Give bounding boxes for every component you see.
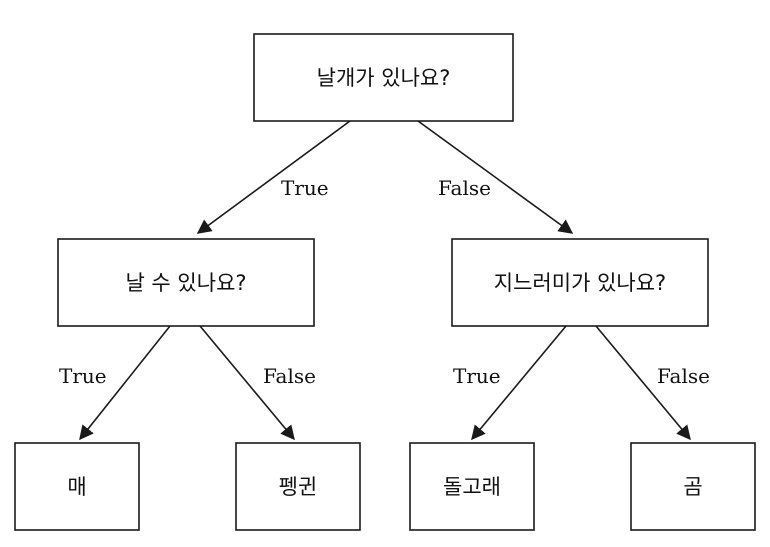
leaf-dolphin-box [409, 442, 535, 531]
left-node-box [57, 238, 315, 327]
root-node-box [253, 33, 514, 122]
edge-right-to-dolphin [471, 325, 567, 441]
left-node-label: 날 수 있나요? [125, 271, 246, 295]
edge-left-to-penguin [199, 325, 295, 441]
edge-label-left-false: False [263, 364, 316, 388]
leaf-penguin: 펭귄 [235, 442, 361, 531]
leaf-penguin-label: 펭귄 [279, 475, 318, 499]
root-node: 날개가 있나요? [253, 33, 514, 122]
edges [79, 120, 691, 441]
leaf-hawk: 매 [14, 442, 140, 531]
right-node: 지느러미가 있나요? [451, 238, 709, 327]
leaf-bear-label: 곰 [683, 475, 702, 499]
right-node-box [451, 238, 709, 327]
left-node: 날 수 있나요? [57, 238, 315, 327]
edge-left-to-hawk [79, 325, 171, 441]
leaf-hawk-box [14, 442, 140, 531]
edge-label-root-false: False [438, 176, 491, 200]
leaf-bear-box [630, 442, 756, 531]
edge-label-root-true: True [281, 176, 329, 200]
right-node-label: 지느러미가 있나요? [494, 271, 666, 295]
edge-label-right-true: True [453, 364, 501, 388]
edge-label-left-true: True [59, 364, 107, 388]
leaf-hawk-label: 매 [67, 475, 86, 499]
leaf-penguin-box [235, 442, 361, 531]
leaf-dolphin-label: 돌고래 [443, 475, 501, 499]
edge-right-to-bear [595, 325, 691, 441]
edge-label-right-false: False [657, 364, 710, 388]
edge-labels: True False True False True False [59, 176, 710, 388]
leaf-dolphin: 돌고래 [409, 442, 535, 531]
edge-root-to-right [417, 120, 574, 234]
leaf-bear: 곰 [630, 442, 756, 531]
edge-root-to-left [196, 120, 351, 234]
root-node-label: 날개가 있나요? [317, 66, 451, 90]
